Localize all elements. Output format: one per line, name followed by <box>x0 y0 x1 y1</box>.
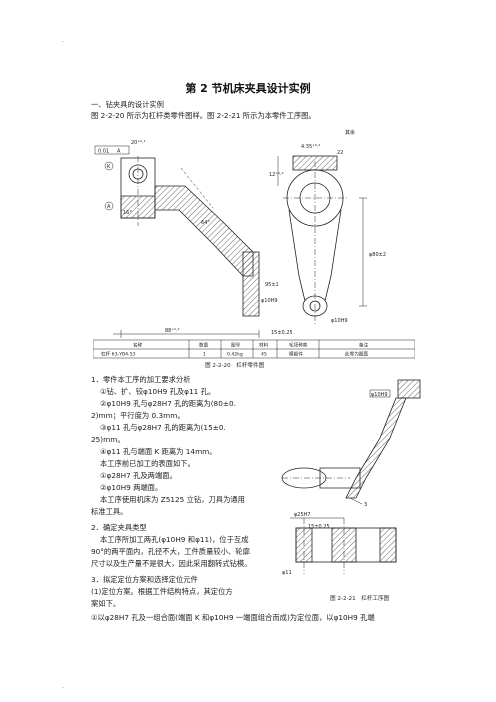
dim-88: 88⁺²·² <box>165 328 180 334</box>
tb-cell-3: 45 <box>261 352 267 358</box>
circle-k-marker <box>104 161 114 171</box>
before-item-1: ①φ28H7 孔及两端面。 <box>100 471 177 480</box>
locating-heading: 3．拟定定位方案和选择定位元件 <box>91 575 198 584</box>
type-line-1: 本工序所加工两孔(φ10H9 和φ11)，位于互成 <box>100 535 249 544</box>
left-section-view <box>94 145 260 338</box>
dim-20: 20⁺⁰·¹ <box>131 140 146 146</box>
dim-phi-bore: φ10H9 <box>261 298 278 304</box>
tb-cell-5: 此零为图面 <box>345 351 368 358</box>
process-phi28: φ25H7 <box>294 512 311 518</box>
intro-paragraph: 图 2-2-20 所示为杠杆类零件图样。图 2-2-21 所示为本零件工序图。 <box>91 111 316 120</box>
tb-header-5: 备注 <box>359 342 369 349</box>
machine-line-b: 标准工具。 <box>91 507 128 516</box>
dim-95: 95±1 <box>265 282 279 288</box>
locating-line-2: 案如下。 <box>91 599 121 608</box>
footer-mark: - <box>62 684 65 691</box>
type-line-3: 尺寸以及生产量不是很大，因此采用翻转式钻模。 <box>91 559 252 568</box>
process-part-outline <box>281 379 421 574</box>
tb-cell-2: 0.42kg <box>227 352 243 358</box>
tb-header-4: 毛坯种类 <box>289 342 308 349</box>
angle-64: 64° <box>201 220 210 226</box>
tb-header-2: 图号 <box>231 343 241 349</box>
right-plan-view <box>277 155 367 326</box>
flatness-callout: 0.01 <box>98 149 109 155</box>
lever-process-drawing-svg: φ10H9 φ25H7 φ11 15±0.25 3 图 2-2-21 杠杆工序图 <box>281 379 421 602</box>
process-phi10: φ10H9 <box>371 392 388 398</box>
requirement-3b: 25)mm。 <box>91 435 125 444</box>
circle-a-label: A <box>107 204 111 210</box>
dim-22: 22 <box>337 150 343 156</box>
tb-cell-0: 杠杆 63-YB4-53 <box>101 351 136 358</box>
figure-lever-part-drawing: 0.01 A 20⁺⁰·¹ K A 64° 16° 88⁺²·² φ10H9 <box>92 126 416 372</box>
locating-line-3: ①以φ28H7 孔及一组合面(端面 K 和φ10H9 一端面组合而成)为定位面，… <box>91 613 375 622</box>
page-title: 第 2 节机床夹具设计实例 <box>185 82 311 95</box>
tb-cell-4: 模锻件 <box>289 351 303 358</box>
process-dim-15: 15±0.25 <box>308 524 330 530</box>
requirements-heading: 1．零件本工序的加工要求分析 <box>91 375 191 384</box>
process-phi11: φ11 <box>282 570 292 576</box>
dim-15: 15±0.25 <box>271 330 293 336</box>
type-line-2: 90°的两平面内，孔径不大，工件质量较小、轮廓 <box>91 547 250 556</box>
before-item-2: ②φ10H9 两端面。 <box>100 483 163 492</box>
angle-16: 16° <box>123 210 132 216</box>
tb-header-0: 名称 <box>133 342 143 349</box>
figure2-caption: 图 2-2-21 杠杆工序图 <box>330 594 390 602</box>
dim-12: 12⁺⁰·² <box>269 172 284 178</box>
locating-line-1: (1)定位方案。根据工件结构特点，其定位方 <box>91 587 233 596</box>
requirement-3a: ③φ11 孔与φ28H7 孔的距离为(15±0. <box>100 423 226 432</box>
dim-phi-small: φ10H9 <box>331 318 348 324</box>
surface-note: 其余 <box>345 129 355 136</box>
dim-4-35: 4.35⁺⁰·² <box>301 144 320 150</box>
circle-a-marker <box>104 201 114 211</box>
header-mark: - <box>62 38 65 45</box>
before-heading: 本工序前已加工的表面如下。 <box>100 459 195 468</box>
figure-lever-process-drawing: φ10H9 φ25H7 φ11 15±0.25 3 图 2-2-21 杠杆工序图 <box>280 378 430 610</box>
tb-header-3: 材料 <box>259 342 269 349</box>
datum-a-callout: A <box>117 149 121 155</box>
machine-line-a: 本工序使用机床为 Z5125 立钻，刀具为通用 <box>100 495 245 504</box>
figure1-caption: 图 2-2-20 杠杆零件图 <box>205 361 265 369</box>
dim-phi80: φ80±2 <box>369 252 386 258</box>
lever-part-drawing-svg: 0.01 A 20⁺⁰·¹ K A 64° 16° 88⁺²·² φ10H9 <box>92 129 416 369</box>
circle-k-label: K <box>107 164 111 170</box>
section-heading: 一、钻夹具的设计实例 <box>91 100 164 109</box>
type-heading: 2．确定夹具类型 <box>91 523 147 532</box>
requirement-4: ④φ11 孔与端面 K 距离为 14mm。 <box>100 447 217 456</box>
requirement-1: ①钻、扩、铰φ10H9 孔及φ11 孔。 <box>100 387 216 396</box>
requirement-2a: ②φ10H9 孔与φ28H7 孔的距离为(80±0. <box>100 399 236 408</box>
requirement-2b: 2)mm；平行度为 0.3mm。 <box>91 411 185 420</box>
process-dim-3: 3 <box>364 502 367 508</box>
tb-header-1: 数量 <box>199 342 209 349</box>
tb-cell-1: 1 <box>203 352 206 358</box>
